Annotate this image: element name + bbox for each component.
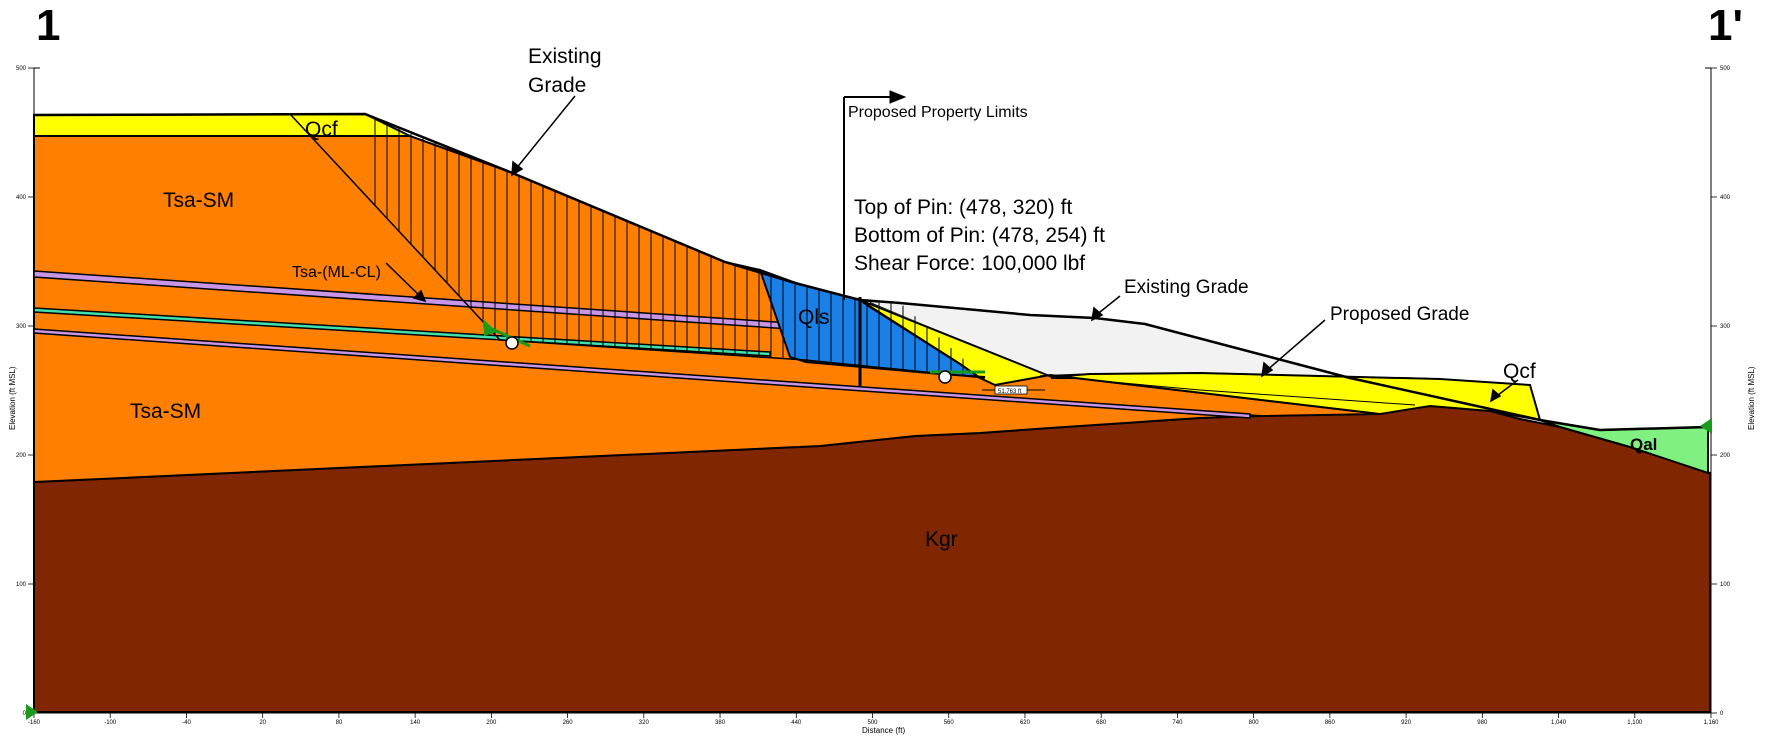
y-tick-label: 0	[1720, 711, 1724, 717]
label-qls: Qls	[798, 306, 830, 329]
slip-circle-markers	[482, 319, 985, 384]
x-tick-label: 380	[715, 720, 726, 726]
x-tick-label: -100	[104, 720, 117, 726]
y-tick-label: 500	[1720, 66, 1731, 72]
x-axis-ticks: -160 -100 -40 20 80 140 200 260 320 380 440 500 560 6…	[28, 713, 1719, 726]
x-tick-label: 860	[1325, 720, 1336, 726]
y-axis-ticks: 0 0 100 100 200 200 300 300 400 400 500 500	[16, 66, 1731, 717]
x-tick-label: 440	[791, 720, 802, 726]
x-tick-label: 140	[410, 720, 421, 726]
x-tick-label: 320	[639, 720, 650, 726]
x-tick-label: 560	[944, 720, 955, 726]
label-tsa-sm-upper: Tsa-SM	[163, 189, 234, 212]
shear-force-label: Shear Force: 100,000 lbf	[854, 252, 1085, 275]
x-tick-label: -40	[182, 720, 191, 726]
x-tick-label: 80	[336, 720, 343, 726]
x-tick-label: 1,100	[1627, 720, 1643, 726]
right-boundary-marker	[1700, 418, 1712, 434]
slice-lines	[374, 118, 964, 376]
y-tick-label: 400	[16, 195, 27, 201]
x-axis-title: Distance (ft)	[862, 726, 905, 735]
y-tick-label: 100	[1720, 582, 1731, 588]
x-tick-label: 500	[867, 720, 878, 726]
y-tick-label: 100	[16, 582, 27, 588]
existing-grade-upper-line1: Existing	[528, 45, 602, 68]
x-tick-label: -160	[28, 720, 41, 726]
x-tick-label: 1,040	[1551, 720, 1567, 726]
callout-arrows	[385, 95, 1519, 403]
y-tick-label: 400	[1720, 195, 1731, 201]
label-qal: Qal	[1630, 435, 1657, 454]
x-tick-label: 20	[259, 720, 266, 726]
y-tick-label: 200	[16, 453, 27, 459]
pin-bottom-label: Bottom of Pin: (478, 254) ft	[854, 224, 1105, 247]
label-qcf-right: Qcf	[1503, 360, 1536, 383]
section-end-label: 1'	[1708, 1, 1743, 50]
x-tick-label: 1,160	[1703, 720, 1719, 726]
existing-grade-right-label: Existing Grade	[1124, 277, 1249, 298]
proposed-property-limits-label: Proposed Property Limits	[848, 104, 1028, 121]
label-tsa-ml-cl: Tsa-(ML-CL)	[292, 264, 381, 281]
existing-grade-upper-line2: Grade	[528, 74, 586, 97]
y-tick-label: 200	[1720, 453, 1731, 459]
dimension-text: 51.763 ft	[998, 389, 1022, 395]
pin-marker	[843, 90, 907, 386]
x-tick-label: 260	[563, 720, 574, 726]
y-tick-label: 0	[23, 711, 27, 717]
label-qcf-upper: Qcf	[305, 118, 338, 141]
left-boundary-marker	[26, 704, 38, 720]
pin-top-label: Top of Pin: (478, 320) ft	[854, 196, 1072, 219]
y-tick-label: 300	[1720, 324, 1731, 330]
x-tick-label: 620	[1020, 720, 1031, 726]
dimension-callout: 51.763 ft	[982, 385, 1045, 395]
y-axis-title-right: Elevation (ft MSL)	[1747, 366, 1756, 430]
y-tick-label: 500	[16, 66, 27, 72]
section-start-label: 1	[36, 1, 60, 50]
ml-cl-bands	[33, 270, 1251, 419]
y-axis-title-left: Elevation (ft MSL)	[8, 366, 17, 430]
x-tick-label: 980	[1477, 720, 1488, 726]
x-tick-label: 680	[1096, 720, 1107, 726]
label-tsa-sm-lower: Tsa-SM	[130, 400, 201, 423]
x-tick-label: 800	[1249, 720, 1260, 726]
y-tick-label: 300	[16, 324, 27, 330]
proposed-grade-label: Proposed Grade	[1330, 304, 1469, 325]
label-kgr: Kgr	[925, 528, 958, 551]
x-tick-label: 200	[486, 720, 497, 726]
grade-lines	[33, 112, 1709, 432]
qcf-upper-layer	[33, 112, 411, 137]
x-tick-label: 920	[1401, 720, 1412, 726]
x-tick-label: 740	[1172, 720, 1183, 726]
